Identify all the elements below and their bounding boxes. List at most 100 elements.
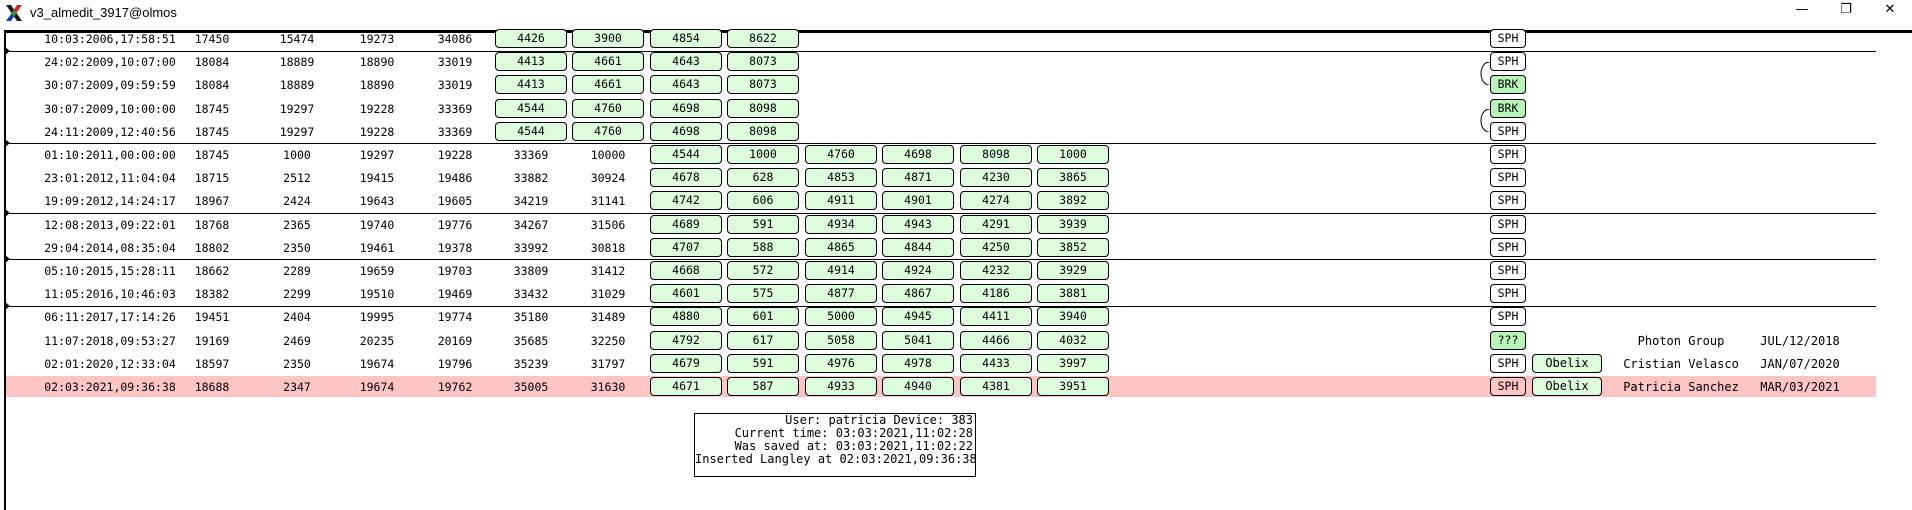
value-box[interactable]: 4933 [805,377,877,396]
value-box[interactable]: 4742 [650,191,722,211]
value-box[interactable]: 4760 [572,98,644,118]
value-box[interactable]: 4413 [495,75,567,95]
row-date[interactable]: 29:04:2014,08:35:04 [44,240,176,255]
value-box[interactable]: 4381 [960,377,1032,396]
maximize-button[interactable]: ❐ [1840,2,1852,17]
value-box[interactable]: 4880 [650,307,722,327]
value-box[interactable]: 3881 [1037,284,1109,304]
value-box[interactable]: 4698 [882,145,954,164]
value-box[interactable]: 1000 [1037,145,1109,164]
site-box[interactable]: Obelix [1532,377,1602,396]
value-box[interactable]: 601 [727,307,799,327]
instrument-tag-unknownunknownunknown[interactable]: ??? [1490,330,1526,350]
value-box[interactable]: 3997 [1037,353,1109,373]
instrument-tag-brk[interactable]: BRK [1490,98,1526,118]
value-box[interactable]: 572 [727,261,799,280]
value-box[interactable]: 4924 [882,261,954,280]
value-box[interactable]: 4901 [882,191,954,211]
value-box[interactable]: 4661 [572,75,644,95]
value-box[interactable]: 4853 [805,168,877,188]
value-box[interactable]: 4678 [650,168,722,188]
row-date[interactable]: 19:09:2012,14:24:17 [44,194,176,209]
value-box[interactable]: 4466 [960,330,1032,350]
value-box[interactable]: 4940 [882,377,954,396]
value-box[interactable]: 3929 [1037,261,1109,280]
value-box[interactable]: 3852 [1037,237,1109,257]
close-button[interactable]: ✕ [1884,2,1896,17]
value-box[interactable]: 606 [727,191,799,211]
value-box[interactable]: 1000 [727,145,799,164]
value-box[interactable]: 8098 [727,121,799,141]
value-box[interactable]: 4760 [572,121,644,141]
value-box[interactable]: 4854 [650,29,722,48]
value-box[interactable]: 628 [727,168,799,188]
value-box[interactable]: 591 [727,214,799,234]
row-date[interactable]: 30:07:2009,10:00:00 [44,101,176,116]
value-box[interactable]: 5041 [882,330,954,350]
value-box[interactable]: 588 [727,237,799,257]
value-box[interactable]: 4689 [650,214,722,234]
value-box[interactable]: 3940 [1037,307,1109,327]
minimize-button[interactable]: — [1795,2,1809,17]
value-box[interactable]: 4760 [805,145,877,164]
value-box[interactable]: 591 [727,353,799,373]
value-box[interactable]: 4274 [960,191,1032,211]
value-box[interactable]: 4413 [495,52,567,72]
row-date[interactable]: 23:01:2012,11:04:04 [44,171,176,186]
value-box[interactable]: 3951 [1037,377,1109,396]
value-box[interactable]: 4698 [650,121,722,141]
instrument-tag-sph[interactable]: SPH [1490,237,1526,257]
value-box[interactable]: 4945 [882,307,954,327]
value-box[interactable]: 4426 [495,29,567,48]
row-date[interactable]: 30:07:2009,09:59:59 [44,78,176,93]
row-date[interactable]: 05:10:2015,15:28:11 [44,264,176,278]
value-box[interactable]: 4186 [960,284,1032,304]
instrument-tag-sph[interactable]: SPH [1490,353,1526,373]
value-box[interactable]: 4707 [650,237,722,257]
instrument-tag-brk[interactable]: BRK [1490,75,1526,95]
value-box[interactable]: 4643 [650,52,722,72]
instrument-tag-sph[interactable]: SPH [1490,29,1526,48]
row-date[interactable]: 12:08:2013,09:22:01 [44,217,176,232]
value-box[interactable]: 3939 [1037,214,1109,234]
row-date[interactable]: 24:02:2009,10:07:00 [44,55,176,70]
value-box[interactable]: 4865 [805,237,877,257]
instrument-tag-sph[interactable]: SPH [1490,145,1526,164]
value-box[interactable]: 4661 [572,52,644,72]
value-box[interactable]: 4914 [805,261,877,280]
value-box[interactable]: 8098 [727,98,799,118]
instrument-tag-sph[interactable]: SPH [1490,191,1526,211]
value-box[interactable]: 4668 [650,261,722,280]
value-box[interactable]: 4978 [882,353,954,373]
instrument-tag-sph[interactable]: SPH [1490,284,1526,304]
value-box[interactable]: 4867 [882,284,954,304]
value-box[interactable]: 4544 [495,98,567,118]
row-date[interactable]: 01:10:2011,00:00:00 [44,148,176,162]
instrument-tag-sph[interactable]: SPH [1490,261,1526,280]
value-box[interactable]: 4911 [805,191,877,211]
row-date[interactable]: 24:11:2009,12:40:56 [44,124,176,139]
value-box[interactable]: 4601 [650,284,722,304]
value-box[interactable]: 4433 [960,353,1032,373]
value-box[interactable]: 4671 [650,377,722,396]
value-box[interactable]: 8098 [960,145,1032,164]
row-date[interactable]: 02:03:2021,09:36:38 [44,380,176,394]
value-box[interactable]: 4698 [650,98,722,118]
row-date[interactable]: 06:11:2017,17:14:26 [44,310,176,325]
value-box[interactable]: 4544 [495,121,567,141]
value-box[interactable]: 4250 [960,237,1032,257]
row-date[interactable]: 02:01:2020,12:33:04 [44,356,176,371]
value-box[interactable]: 5000 [805,307,877,327]
value-box[interactable]: 8073 [727,75,799,95]
value-box[interactable]: 587 [727,377,799,396]
value-box[interactable]: 4230 [960,168,1032,188]
value-box[interactable]: 4844 [882,237,954,257]
site-box[interactable]: Obelix [1532,353,1602,373]
value-box[interactable]: 8073 [727,52,799,72]
value-box[interactable]: 5058 [805,330,877,350]
value-box[interactable]: 617 [727,330,799,350]
value-box[interactable]: 3892 [1037,191,1109,211]
row-date[interactable]: 11:07:2018,09:53:27 [44,333,176,348]
value-box[interactable]: 4679 [650,353,722,373]
instrument-tag-sph[interactable]: SPH [1490,168,1526,188]
